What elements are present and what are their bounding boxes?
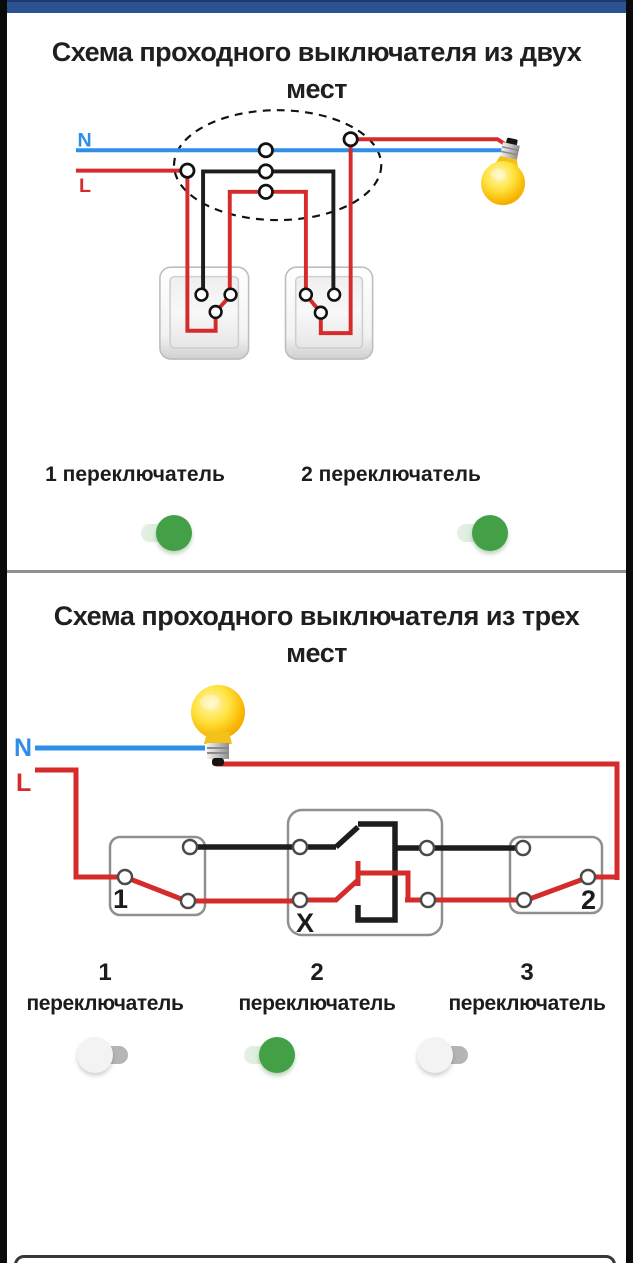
switch-word: переключатель xyxy=(26,992,184,1015)
right-frame-edge xyxy=(626,0,633,1263)
switch-plate-2 xyxy=(284,266,374,360)
wiring-diagram-three-places: N L 1 X 2 xyxy=(14,685,620,938)
toggle-switch-2[interactable] xyxy=(457,515,508,551)
status-bar xyxy=(0,0,633,13)
toggle-knob xyxy=(472,515,508,551)
switch-number: 2 xyxy=(310,959,324,986)
line-label: L xyxy=(16,769,31,797)
toggle-switch-2[interactable] xyxy=(244,1037,295,1073)
neutral-label: N xyxy=(14,734,32,762)
box-label-2: 2 xyxy=(581,885,596,915)
toggle-switch-1[interactable] xyxy=(141,515,192,551)
switch-2-caption: 2 переключатель xyxy=(301,463,481,486)
toggle-switch-1[interactable] xyxy=(77,1037,128,1073)
wiring-diagram-two-places: N L xyxy=(75,109,526,360)
junction-box-ellipse xyxy=(172,109,383,222)
switch-number: 3 xyxy=(520,959,534,986)
box-label-x: X xyxy=(296,908,314,938)
switch-word: переключатель xyxy=(448,992,606,1015)
toggle-switch-3[interactable] xyxy=(417,1037,468,1073)
switch-1-caption: 1 переключатель xyxy=(10,958,200,1019)
switch-terminal-dots xyxy=(194,287,342,320)
terminal-dots xyxy=(116,838,597,910)
toggle-knob xyxy=(156,515,192,551)
switch-number: 1 xyxy=(98,959,112,986)
left-frame-edge xyxy=(0,0,7,1263)
switch-word: переключатель xyxy=(238,992,396,1015)
bottom-card-edge[interactable] xyxy=(14,1255,616,1263)
traveler-wires-black xyxy=(190,821,524,923)
section-title-three-places: Схема проходного выключателя из трех мес… xyxy=(53,601,580,669)
toggle-knob xyxy=(77,1037,113,1073)
switch-1-caption: 1 переключатель xyxy=(45,463,225,486)
section-title-two-places: Схема проходного выключателя из двух мес… xyxy=(51,37,582,105)
neutral-label: N xyxy=(77,129,91,151)
box-label-1: 1 xyxy=(113,884,128,914)
light-bulb xyxy=(191,685,245,766)
junction-dots xyxy=(179,131,359,200)
toggle-knob xyxy=(259,1037,295,1073)
line-label: L xyxy=(79,175,91,197)
toggle-knob xyxy=(417,1037,453,1073)
switch-3-caption: 3 переключатель xyxy=(432,958,622,1019)
light-bulb xyxy=(481,137,526,206)
section-divider xyxy=(0,570,633,573)
switch-2-caption: 2 переключатель xyxy=(222,958,412,1019)
